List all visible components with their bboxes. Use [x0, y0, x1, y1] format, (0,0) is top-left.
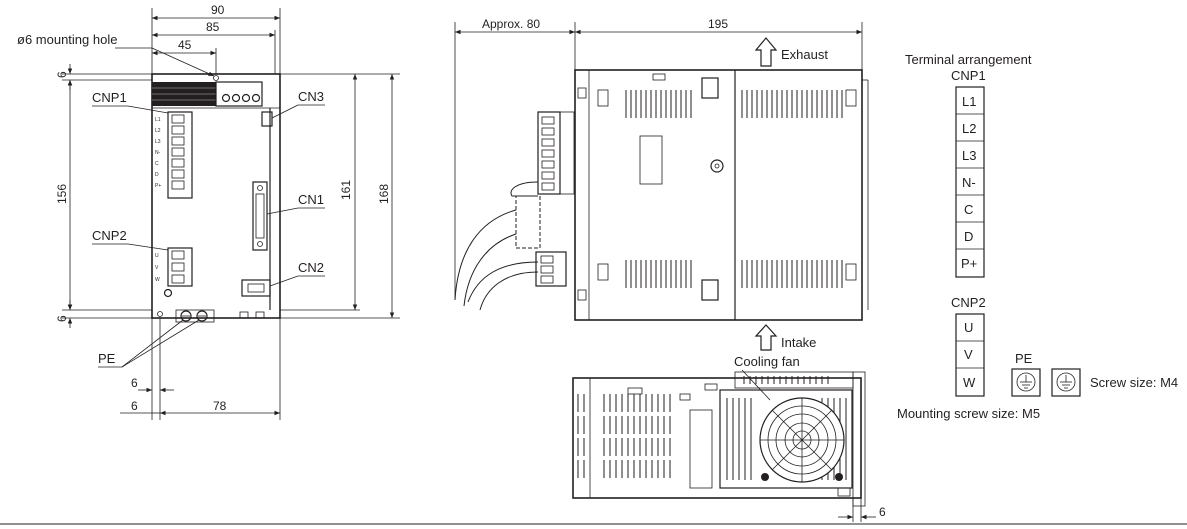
- ground-icon: [1051, 368, 1081, 397]
- dim-front-85: 85: [206, 20, 220, 34]
- bottom-body: [572, 377, 862, 499]
- side-cnp1-connector: [537, 111, 575, 195]
- side-cnp2-connector: [535, 251, 567, 287]
- bottom-view: 6: [572, 371, 886, 522]
- front-leds: [221, 93, 261, 103]
- label-mounting-hole: ø6 mounting hole: [17, 32, 117, 47]
- terminal-title: Terminal arrangement: [905, 52, 1032, 67]
- terminal-screw-size: Screw size: M4: [1090, 375, 1178, 390]
- front-body: [151, 73, 281, 319]
- dim-side-approx-80: Approx. 80: [482, 17, 540, 31]
- terminal-arrangement: Terminal arrangement CNP1 L1 L2 L3 N- C …: [897, 52, 1178, 421]
- label-cnp1: CNP1: [92, 90, 127, 105]
- terminal-cnp1-block: [955, 86, 985, 278]
- front-pe-terminals: [175, 309, 265, 323]
- label-cooling-fan: Cooling fan: [734, 354, 800, 369]
- label-cn1: CN1: [298, 192, 324, 207]
- exhaust-arrow-icon: [754, 37, 778, 67]
- ground-icon: [1011, 368, 1041, 397]
- front-cnp1-pin: L2: [155, 128, 161, 134]
- label-exhaust: Exhaust: [781, 47, 828, 62]
- front-cnp1-pin: L1: [155, 117, 161, 123]
- label-intake: Intake: [781, 335, 816, 350]
- dim-front-6-top: 6: [55, 71, 69, 78]
- terminal-cnp1-title: CNP1: [951, 68, 986, 83]
- front-cnp2-connector: U V W: [155, 247, 193, 298]
- terminal-cnp2-block: [955, 313, 985, 397]
- intake-arrow-icon: [754, 324, 778, 351]
- front-cn1-connector: [252, 181, 268, 251]
- label-cn2: CN2: [298, 260, 324, 275]
- terminal-cnp1-pin: L2: [962, 121, 976, 136]
- label-cn3: CN3: [298, 89, 324, 104]
- terminal-pe-title: PE: [1015, 351, 1033, 366]
- label-cnp2: CNP2: [92, 228, 127, 243]
- dim-front-78: 78: [213, 399, 227, 413]
- front-cn3-connector: [261, 111, 273, 127]
- terminal-cnp1-pin: C: [964, 202, 973, 217]
- front-cnp1-pin: C: [155, 161, 159, 167]
- terminal-cnp2-title: CNP2: [951, 295, 986, 310]
- front-display: [215, 81, 263, 107]
- terminal-mounting-screw: Mounting screw size: M5: [897, 406, 1040, 421]
- terminal-cnp2-pin: W: [963, 375, 976, 390]
- front-cnp2-pin: V: [155, 265, 159, 271]
- dim-side-195: 195: [708, 17, 728, 31]
- dim-front-6-bottom: 6: [55, 315, 69, 322]
- dim-front-161: 161: [339, 180, 353, 200]
- dim-front-width-90: 90: [211, 3, 225, 17]
- front-cnp1-pin: P+: [155, 183, 161, 189]
- bottom-vents: [577, 394, 671, 479]
- front-view: L1 L2 L3 N- C D P+ U V W: [17, 3, 400, 420]
- dim-front-45: 45: [178, 38, 192, 52]
- front-cnp2-pin: U: [155, 253, 159, 259]
- side-view: Approx. 80 195 Exhaust Intake Cooling fa…: [454, 17, 869, 401]
- dim-front-6-bottom-b: 6: [131, 399, 138, 413]
- front-cn2-connector: [241, 279, 271, 297]
- front-cnp1-pin: N-: [155, 150, 161, 156]
- front-cnp1-pin: L3: [155, 139, 161, 145]
- dim-front-156: 156: [55, 184, 69, 204]
- front-cnp1-pin: D: [155, 172, 159, 178]
- dim-bottom-6: 6: [879, 505, 886, 519]
- side-vents: [625, 90, 843, 289]
- side-body: [574, 69, 863, 321]
- dim-front-6-bottom-a: 6: [131, 376, 138, 390]
- dim-front-168: 168: [377, 184, 391, 204]
- terminal-cnp2-pin: V: [964, 347, 973, 362]
- terminal-cnp2-pin: U: [964, 320, 973, 335]
- terminal-cnp1-pin: N-: [962, 175, 976, 190]
- label-pe: PE: [98, 351, 116, 366]
- terminal-cnp1-pin: P+: [961, 256, 977, 271]
- front-cnp1-connector: L1 L2 L3 N- C D P+: [155, 111, 193, 199]
- side-cables: [454, 181, 541, 311]
- terminal-cnp1-pin: D: [964, 229, 973, 244]
- terminal-cnp1-pin: L1: [962, 94, 976, 109]
- terminal-cnp1-pin: L3: [962, 148, 976, 163]
- front-cnp2-pin: W: [155, 277, 160, 283]
- cooling-fan-icon: [719, 389, 853, 489]
